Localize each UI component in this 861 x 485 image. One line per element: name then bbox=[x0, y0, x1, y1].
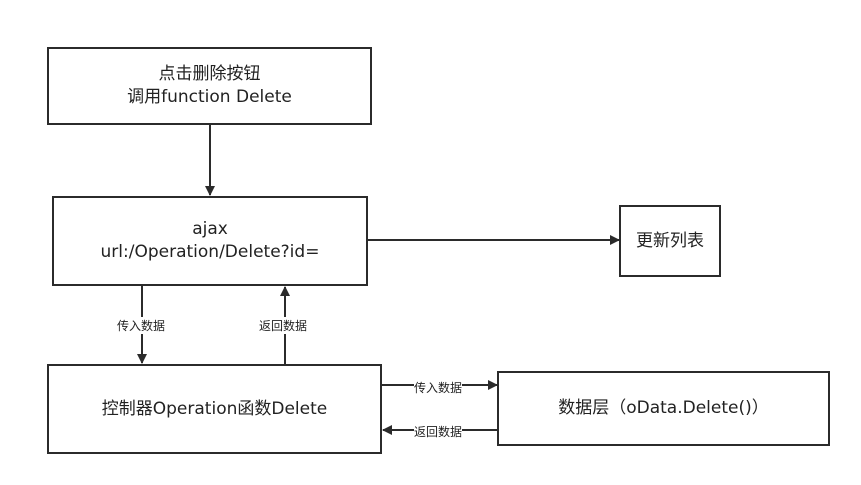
node-ajax: ajax url:/Operation/Delete?id= bbox=[52, 196, 368, 286]
node-controller-text: 控制器Operation函数Delete bbox=[101, 398, 328, 419]
node-ajax-line1: ajax bbox=[192, 219, 228, 240]
label-data-to-controller: 返回数据 bbox=[414, 423, 463, 440]
node-refresh-list-text: 更新列表 bbox=[636, 230, 704, 251]
node-ajax-line2: url:/Operation/Delete?id= bbox=[100, 242, 320, 262]
node-data-layer: 数据层（oData.Delete()） bbox=[497, 371, 830, 446]
label-ajax-to-controller: 传入数据 bbox=[117, 317, 166, 334]
node-controller: 控制器Operation函数Delete bbox=[47, 364, 382, 454]
node-click-delete-line1: 点击删除按钮 bbox=[158, 64, 261, 85]
node-click-delete-line2: 调用function Delete bbox=[127, 87, 292, 107]
node-click-delete: 点击删除按钮 调用function Delete bbox=[47, 47, 372, 125]
label-controller-to-data: 传入数据 bbox=[414, 379, 463, 396]
label-controller-to-ajax: 返回数据 bbox=[259, 317, 308, 334]
node-data-layer-text: 数据层（oData.Delete()） bbox=[558, 398, 769, 419]
node-refresh-list: 更新列表 bbox=[619, 205, 721, 277]
